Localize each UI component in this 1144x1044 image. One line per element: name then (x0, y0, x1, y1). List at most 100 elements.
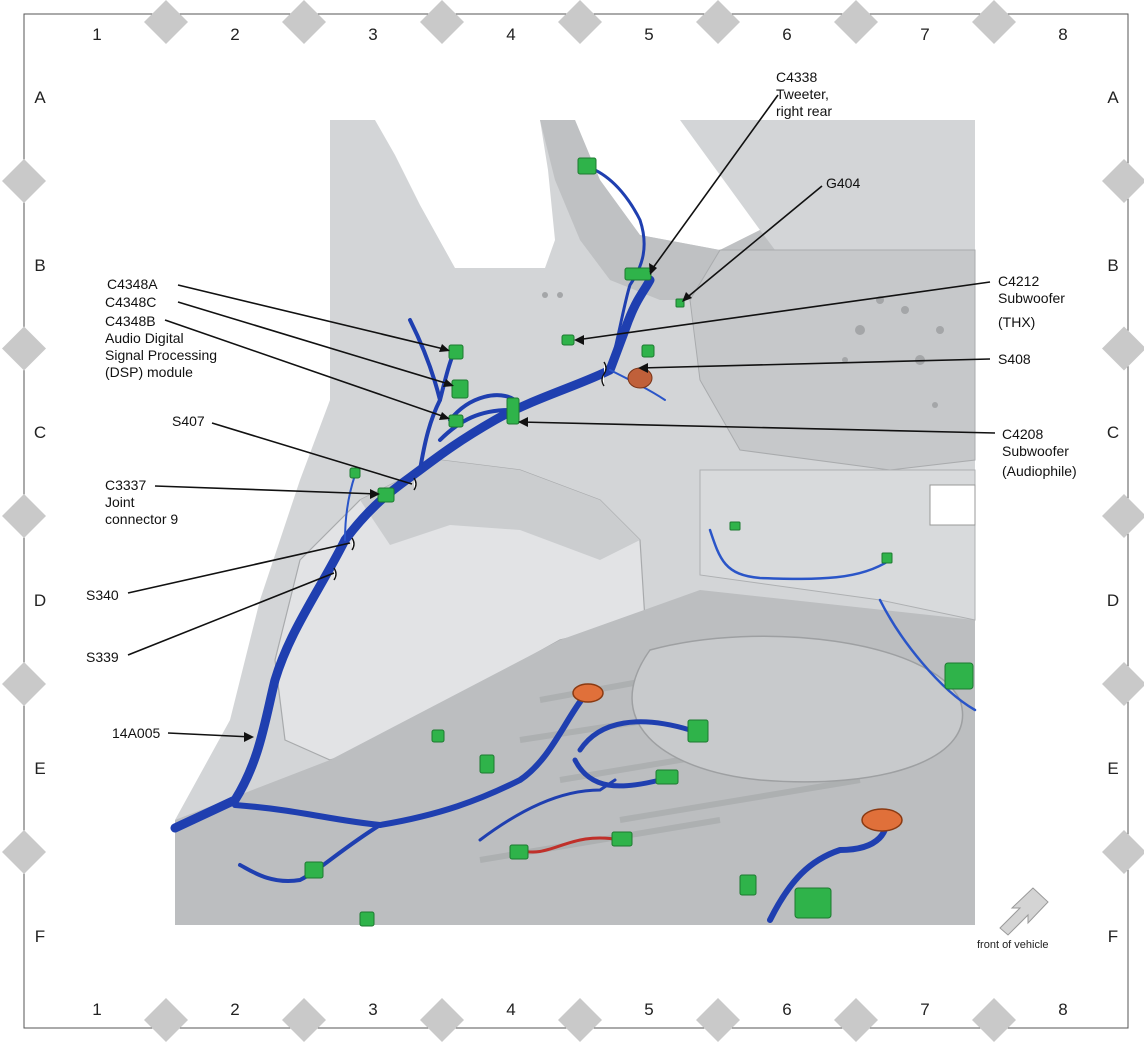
harness-lower-branch (232, 692, 588, 828)
grid-row-label-left: A (34, 88, 46, 107)
harness-upper-branches (408, 318, 517, 472)
grid-diamond-right (1102, 326, 1144, 371)
label-s408: S408 (998, 351, 1031, 367)
grid-row-label-right: F (1108, 927, 1118, 946)
harness-d-pillar-right (708, 528, 977, 712)
grid-diamond-bottom (972, 998, 1016, 1042)
label-c4348b: C4348B Audio Digital Signal Processing (… (105, 313, 221, 380)
connector-floor-h (611, 831, 633, 847)
grid-diamond-left (2, 326, 46, 371)
wiring-harness-14A005 (170, 168, 977, 923)
grid-row-label-right: E (1107, 759, 1118, 778)
harness-c3337-branch (344, 474, 356, 541)
connector-right-a (729, 521, 741, 531)
spare-tire-well (631, 635, 964, 783)
connector-floor-d (479, 754, 495, 774)
grid-column-label-bottom: 6 (782, 1000, 791, 1019)
grid-row-label-right: A (1107, 88, 1119, 107)
grid-column-label-bottom: 4 (506, 1000, 515, 1019)
connector-floor-b (359, 911, 375, 927)
connector-floor-g (509, 844, 529, 860)
connector-floor-a (304, 861, 324, 879)
grid-row-label-left: D (34, 591, 46, 610)
grid-diamond-top (420, 0, 464, 44)
harness-floor-branch (238, 823, 382, 883)
grid-column-label-top: 5 (644, 25, 653, 44)
grid-column-label-top: 2 (230, 25, 239, 44)
label-c4212: C4212 Subwoofer (THX) (998, 273, 1069, 330)
body-holes (542, 292, 944, 408)
window-opening-right (575, 120, 760, 250)
grid-diamond-right (1102, 830, 1144, 874)
connector-c4208 (506, 397, 520, 425)
connector-right-c (944, 662, 974, 690)
grid-diamond-top (558, 0, 602, 44)
grommet-floor-right (861, 808, 903, 832)
callout-leaders (127, 94, 996, 742)
connector-g404 (675, 298, 685, 308)
splice-s339 (333, 567, 337, 581)
grid-diamond-bottom (282, 998, 326, 1042)
connector-c4212 (561, 334, 575, 346)
vehicle-body-illustration (175, 120, 976, 925)
grid-diamond-bottom (834, 998, 878, 1042)
front-of-vehicle-indicator: front of vehicle (977, 887, 1049, 951)
bulkhead-slot (929, 484, 976, 526)
callout-labels: C4338 Tweeter, right rear G404 C4212 Sub… (86, 69, 1077, 741)
grid-diamond-top (696, 0, 740, 44)
connector-c4348b (448, 414, 464, 428)
label-g404: G404 (826, 175, 860, 191)
quarter-panel (689, 249, 976, 471)
grid-diamond-left (2, 494, 46, 538)
grommet-floor-left (572, 683, 604, 703)
wheel-well-top (360, 460, 640, 560)
window-opening (375, 120, 555, 268)
connector-floor-e (687, 719, 709, 743)
connector-c4348c (451, 379, 469, 399)
connector-rear-a (739, 874, 757, 896)
grid-row-label-right: D (1107, 591, 1119, 610)
grid-row-label-left: B (34, 256, 45, 275)
grid-column-label-top: 3 (368, 25, 377, 44)
connector-c3337 (377, 487, 395, 503)
grid-row-label-left: C (34, 423, 46, 442)
grid-row-label-left: F (35, 927, 45, 946)
grid-column-label-top: 6 (782, 25, 791, 44)
harness-floor-right (478, 778, 617, 842)
grid-diamond-right (1102, 159, 1144, 203)
grid-column-label-top: 4 (506, 25, 515, 44)
connector-rear-b (794, 887, 832, 919)
grid-column-label-bottom: 2 (230, 1000, 239, 1019)
label-c4348c: C4348C (105, 294, 156, 310)
splice-s408 (601, 361, 607, 387)
label-c3337: C3337 Joint connector 9 (105, 477, 178, 527)
grid-diamond-left (2, 662, 46, 706)
splice-markers (333, 361, 607, 581)
rear-bulkhead (699, 469, 976, 621)
label-c4208: C4208 Subwoofer (Audiophile) (1002, 426, 1077, 479)
label-s407: S407 (172, 413, 205, 429)
grid-diamond-bottom (144, 998, 188, 1042)
harness-main-trunk (170, 275, 655, 833)
grid-diamond-bottom (558, 998, 602, 1042)
grid-diamond-top (972, 0, 1016, 44)
label-s339: S339 (86, 649, 119, 665)
grid-diamond-bottom (420, 998, 464, 1042)
grid-column-label-top: 8 (1058, 25, 1067, 44)
label-14a005: 14A005 (112, 725, 160, 741)
grid-diamond-right (1102, 662, 1144, 706)
connector-floor-f (655, 769, 679, 785)
grid-column-label-top: 1 (92, 25, 101, 44)
grommet-upper (627, 367, 653, 389)
splice-s340 (351, 537, 355, 551)
label-s340: S340 (86, 587, 119, 603)
grid-column-label-bottom: 7 (920, 1000, 929, 1019)
grid-diamond-left (2, 159, 46, 203)
grid-diamond-right (1102, 494, 1144, 538)
harness-tweeter-branch (593, 168, 646, 372)
front-of-vehicle-label: front of vehicle (977, 939, 1049, 951)
front-arrow-icon (999, 887, 1049, 936)
